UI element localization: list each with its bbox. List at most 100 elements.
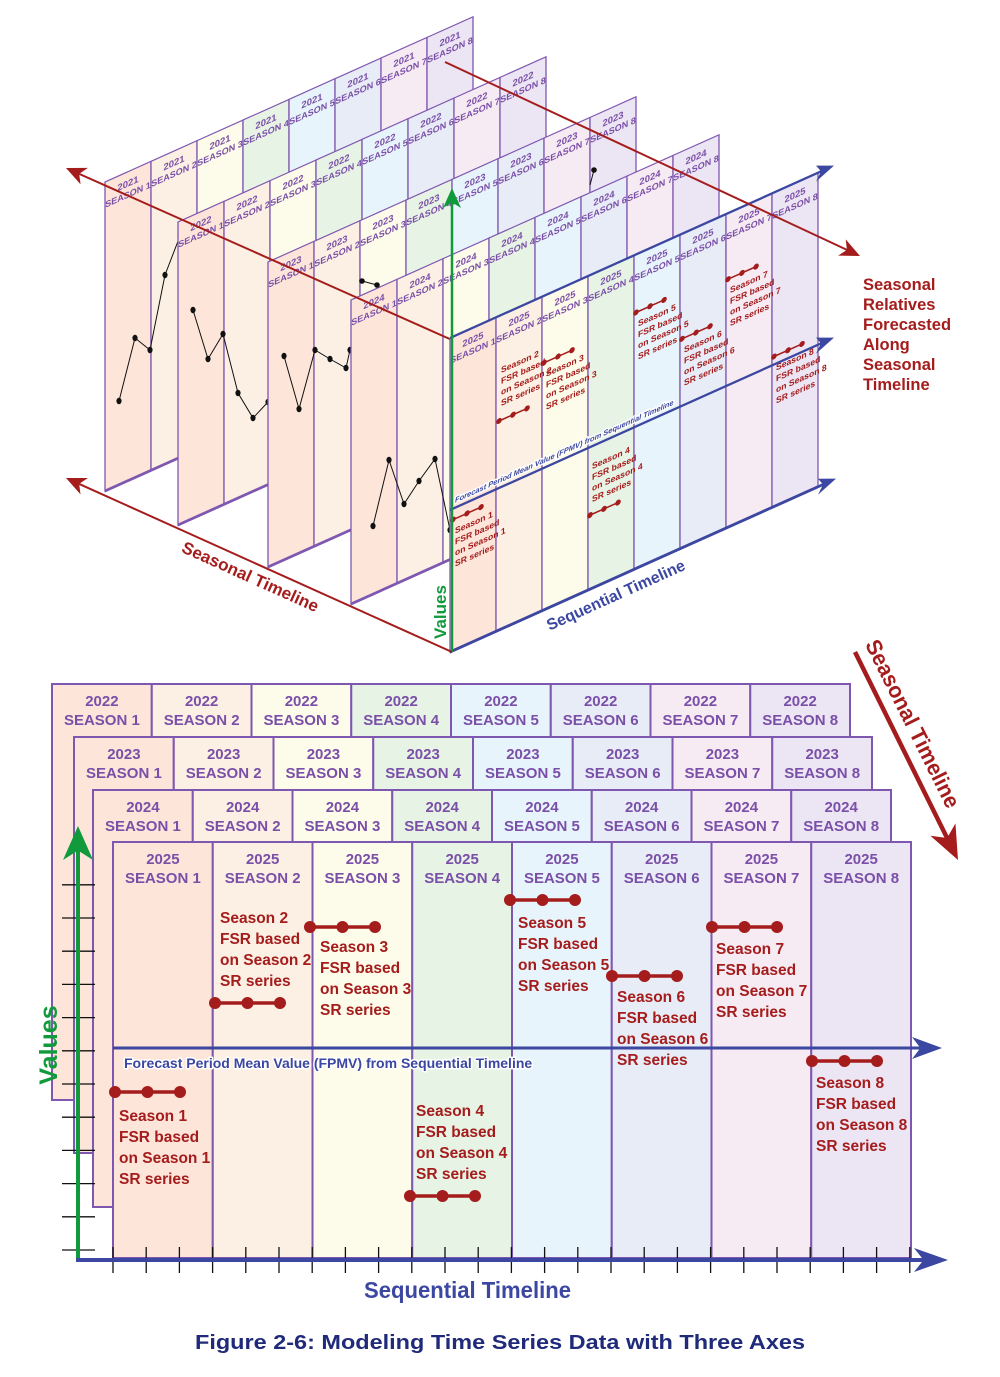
forecast-segment (706, 921, 783, 933)
forecast-point (569, 347, 575, 354)
forecast-point (469, 1190, 481, 1202)
forecast-label-line: on Season 2 (220, 952, 311, 969)
season-label: SEASON 3 (285, 765, 361, 782)
fpmv-label-2d: Forecast Period Mean Value (FPMV) from S… (124, 1055, 532, 1071)
forecast-point (647, 303, 653, 310)
sequential-axis-3d-line (450, 483, 824, 654)
forecast-label-line: FSR based (220, 931, 300, 948)
forecast-segment (209, 997, 286, 1009)
season-label: SEASON 1 (105, 818, 181, 835)
forecast-label-line: Season 2 (220, 910, 288, 927)
series-point (343, 364, 349, 372)
seasonal-axis-2d-line (852, 651, 950, 840)
forecast-point (209, 997, 221, 1009)
forecast-point (725, 276, 731, 283)
forecast-label-line: on Season 5 (518, 957, 610, 974)
forecast-point (739, 269, 745, 276)
year-label: 2025 (146, 851, 179, 868)
forecast-point (771, 921, 783, 933)
forecast-segment (109, 1086, 186, 1098)
forecast-point (504, 894, 516, 906)
season-label: SEASON 7 (703, 818, 779, 835)
sequential-axis-3d (450, 478, 836, 654)
values-axis-3d (443, 188, 461, 652)
forecast-label-line: on Season 1 (119, 1150, 211, 1167)
sequential-axis-top-3d-arrowhead-icon (816, 165, 834, 182)
season-series-line-2024 (370, 455, 453, 534)
forecast-label-line: Season 7 (716, 941, 784, 958)
season-label: SEASON 4 (385, 765, 462, 782)
forecast-point (693, 329, 699, 336)
forecast-label-line: SR series (816, 1138, 887, 1155)
year-label: 2022 (684, 693, 717, 710)
year-label: 2023 (805, 746, 838, 763)
season-label: SEASON 6 (604, 818, 680, 835)
forecast-point (799, 340, 805, 348)
seasonal-axis-2d (852, 651, 958, 860)
season-label: SEASON 7 (662, 712, 738, 729)
sequential-axis-top-3d-line (450, 170, 822, 340)
forecast-point (587, 512, 593, 519)
forecast-point (838, 1055, 851, 1067)
series-point (220, 330, 226, 338)
season-label: SEASON 2 (164, 712, 240, 729)
year-label: 2024 (525, 799, 559, 816)
forecast-segment (633, 296, 667, 316)
series-point (190, 306, 196, 314)
year-label: 2024 (226, 799, 260, 816)
relatives-label-line: Timeline (863, 376, 930, 394)
year-label: 2022 (384, 693, 417, 710)
forecast-label-line: Season 8 (816, 1075, 884, 1092)
forecast-label-line: SR series (320, 1002, 391, 1019)
season-label: SEASON 8 (803, 818, 879, 835)
series-point (370, 522, 376, 530)
relatives-label-line: Seasonal (863, 276, 935, 294)
forecast-point (753, 263, 759, 270)
year-label: 2024 (824, 799, 858, 816)
forecast-label-line: on Season 8 (816, 1117, 908, 1134)
seasonal-axis-upper-3d (66, 167, 453, 341)
year-label: 2023 (307, 746, 340, 763)
season-label: SEASON 4 (363, 712, 440, 729)
season-label: SEASON 8 (784, 765, 860, 782)
season-label: SEASON 6 (624, 870, 700, 887)
year-label: 2025 (844, 851, 877, 868)
seasonal-relatives-axis-3d (444, 61, 860, 256)
forecast-point (524, 405, 530, 412)
year-label: 2022 (783, 693, 816, 710)
year-label: 2023 (207, 746, 240, 763)
season-label: SEASON 7 (723, 870, 799, 887)
year-label: 2024 (625, 799, 659, 816)
season-label: SEASON 5 (463, 712, 539, 729)
forecast-point (679, 335, 685, 342)
year-label: 2022 (185, 693, 218, 710)
year-label: 2022 (285, 693, 318, 710)
season-label: SEASON 5 (504, 818, 580, 835)
relatives-label-line: Seasonal (863, 356, 935, 374)
year-label: 2024 (126, 799, 160, 816)
series-point (281, 352, 287, 360)
forecast-label-line: SR series (716, 1004, 787, 1021)
forecast-point (369, 921, 381, 933)
seasonal-relatives-axis-3d-arrowhead-icon (838, 239, 860, 256)
forecast-point (274, 997, 286, 1009)
series-point (386, 456, 392, 464)
forecast-label-line: SR series (617, 1052, 688, 1069)
season-label: SEASON 1 (64, 712, 140, 729)
forecast-point (671, 970, 683, 982)
forecast-point (464, 510, 470, 517)
